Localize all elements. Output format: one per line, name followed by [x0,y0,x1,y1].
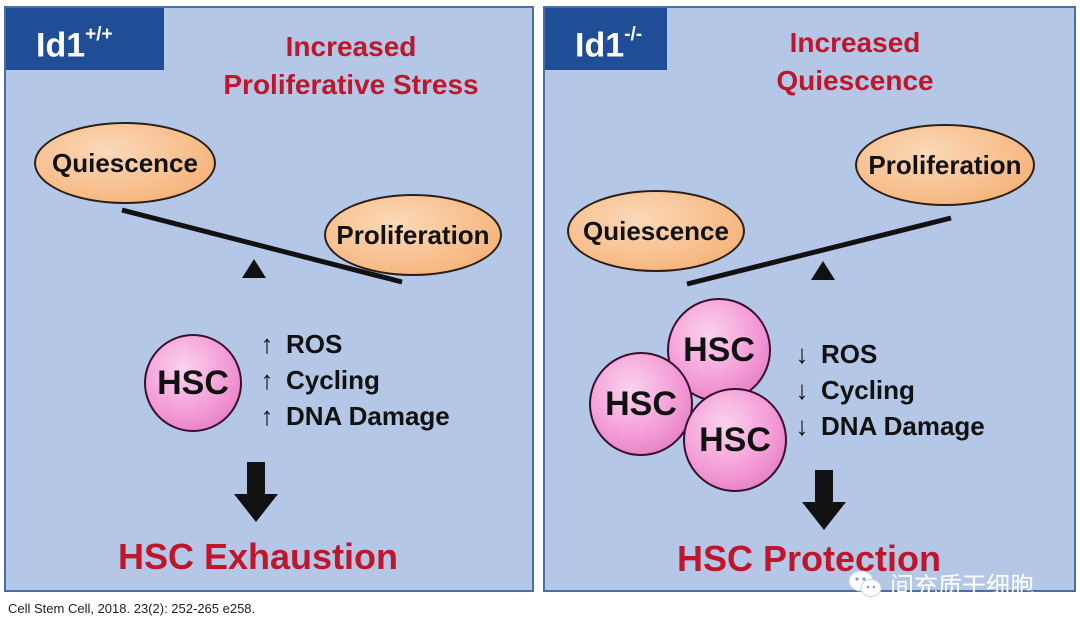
heading-line-1: Increased [789,27,921,58]
balance-diagram [686,215,952,530]
genotype-label: Id1+/+ [6,8,164,70]
panel-heading: Increased Proliferative Stress [176,28,526,104]
arrow-down-icon: ↓ [795,339,809,369]
heading-line-1: Increased [285,31,417,62]
down-arrow [802,470,846,530]
heading-line-2: Quiescence [776,65,934,96]
arrow-up-icon: ↑ [260,401,274,431]
watermark: 间充质干细胞 [848,566,1034,601]
effects-list: ↓ROS ↓Cycling ↓DNA Damage [791,336,985,444]
wechat-icon [848,570,882,597]
balance-beam [121,207,403,285]
balance-diagram [121,207,403,522]
effect-cycling: ↓Cycling [791,372,985,408]
quiescence-oval: Quiescence [34,122,216,204]
hsc-cell: HSC [683,388,787,492]
result-text: HSC Exhaustion [118,536,399,577]
hsc-cell: HSC [589,352,693,456]
effect-cycling: ↑Cycling [256,362,450,398]
proliferation-oval: Proliferation [324,194,502,276]
arrow-up-icon: ↑ [260,329,274,359]
fulcrum-triangle [242,259,266,278]
effect-dna-damage: ↑DNA Damage [256,398,450,434]
arrow-up-icon: ↑ [260,365,274,395]
hsc-cell: HSC [144,334,242,432]
watermark-text: 间充质干细胞 [890,573,1034,600]
effect-ros: ↑ROS [256,326,450,362]
arrow-down-icon: ↓ [795,375,809,405]
balance-beam [686,215,952,287]
result-text: HSC Protection [677,538,942,579]
genotype-label: Id1-/- [545,8,667,70]
fulcrum-triangle [811,261,835,280]
panel-id1-knockout: Id1-/- Increased Quiescence Quiescence P… [543,6,1076,592]
panel-id1-wildtype: Id1+/+ Increased Proliferative Stress Qu… [4,6,534,592]
effect-ros: ↓ROS [791,336,985,372]
effect-dna-damage: ↓DNA Damage [791,408,985,444]
heading-line-2: Proliferative Stress [223,69,479,100]
citation: Cell Stem Cell, 2018. 23(2): 252-265 e25… [8,601,256,616]
panel-heading: Increased Quiescence [695,24,1015,100]
quiescence-oval: Quiescence [567,190,745,272]
effects-list: ↑ROS ↑Cycling ↑DNA Damage [256,326,450,434]
down-arrow [234,462,278,522]
arrow-down-icon: ↓ [795,411,809,441]
proliferation-oval: Proliferation [855,124,1035,206]
